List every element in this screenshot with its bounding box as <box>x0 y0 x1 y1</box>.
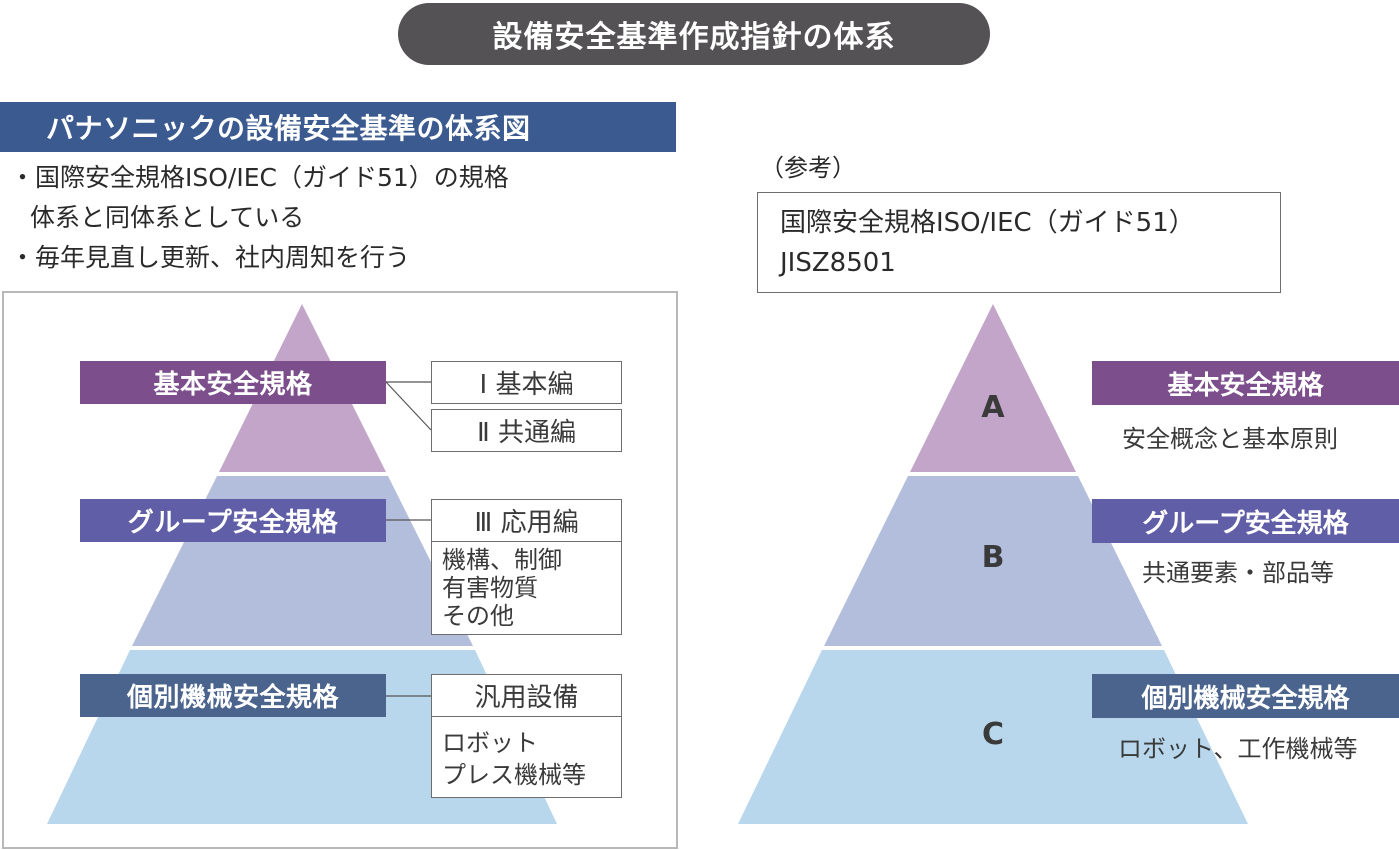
reference-line-1: 国際安全規格ISO/IEC（ガイド51） <box>780 208 1195 238</box>
tier-letter-a: A <box>981 390 1005 425</box>
applied-item-1: 機構、制御 <box>442 546 562 574</box>
right-tier-desc-machine: ロボット、工作機械等 <box>1118 735 1358 763</box>
right-tier-desc-basic: 安全概念と基本原則 <box>1122 425 1338 453</box>
box-applied-edition: Ⅲ 応用編 機構、制御 有害物質 その他 <box>431 499 622 635</box>
left-section-header: パナソニックの設備安全基準の体系図 <box>0 102 676 152</box>
reference-box: 国際安全規格ISO/IEC（ガイド51） JISZ8501 <box>757 192 1281 293</box>
tier-letter-b: B <box>981 540 1005 575</box>
applied-item-2: 有害物質 <box>442 574 538 602</box>
box-general-equipment-body: ロボット プレス機械等 <box>432 717 621 795</box>
tier-letter-c: C <box>981 717 1005 752</box>
right-pyramid-tier-a <box>910 304 1076 472</box>
box-common-edition-title: Ⅱ 共通編 <box>476 418 577 448</box>
box-general-equipment-title: 汎用設備 <box>432 675 621 717</box>
bullet-item-1-line-2: 体系と同体系としている <box>30 203 305 232</box>
left-bullet-list: ・国際安全規格ISO/IEC（ガイド51）の規格 体系と同体系としている ・毎年… <box>10 158 670 278</box>
general-item-1: ロボット <box>442 729 538 757</box>
connector-line-basic-2 <box>385 381 432 431</box>
box-common-edition: Ⅱ 共通編 <box>431 409 622 452</box>
bullet-item-2-line-1: ・毎年見直し更新、社内周知を行う <box>10 243 411 272</box>
left-tier-label-machine: 個別機械安全規格 <box>80 674 386 717</box>
left-tier-label-group: グループ安全規格 <box>80 499 386 542</box>
left-tier-label-basic: 基本安全規格 <box>80 361 386 404</box>
box-applied-edition-body: 機構、制御 有害物質 その他 <box>432 542 621 634</box>
main-title: 設備安全基準作成指針の体系 <box>398 3 990 65</box>
box-basic-edition: Ⅰ 基本編 <box>431 361 622 404</box>
box-basic-edition-title: Ⅰ 基本編 <box>479 370 574 400</box>
general-item-2: プレス機械等 <box>442 761 586 789</box>
box-general-equipment: 汎用設備 ロボット プレス機械等 <box>431 674 622 798</box>
right-tier-label-machine: 個別機械安全規格 <box>1092 674 1399 718</box>
right-tier-label-basic: 基本安全規格 <box>1092 361 1399 405</box>
reference-label: （参考） <box>760 154 856 182</box>
right-tier-label-group: グループ安全規格 <box>1092 499 1399 543</box>
right-tier-desc-group: 共通要素・部品等 <box>1142 559 1334 587</box>
reference-line-2: JISZ8501 <box>780 248 896 278</box>
right-pyramid-tier-b <box>824 476 1162 646</box>
applied-item-3: その他 <box>442 602 514 630</box>
bullet-item-1-line-1: ・国際安全規格ISO/IEC（ガイド51）の規格 <box>10 163 509 192</box>
box-applied-edition-title: Ⅲ 応用編 <box>432 500 621 542</box>
